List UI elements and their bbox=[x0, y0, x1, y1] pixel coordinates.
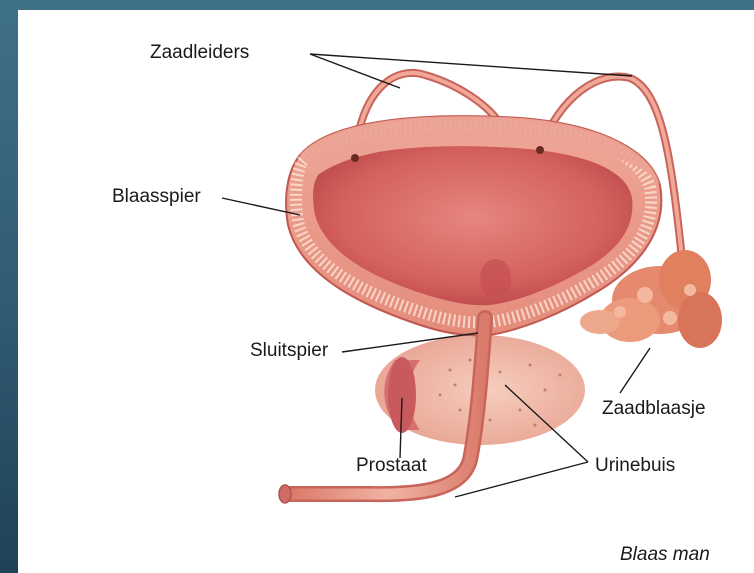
label-zaadblaasje: Zaadblaasje bbox=[602, 398, 706, 420]
leader-zaadblaasje bbox=[620, 348, 650, 393]
label-zaadleiders: Zaadleiders bbox=[150, 42, 249, 64]
caption: Blaas man bbox=[620, 544, 710, 566]
label-urinebuis: Urinebuis bbox=[595, 455, 675, 477]
label-sluitspier: Sluitspier bbox=[250, 340, 328, 362]
label-blaasspier: Blaasspier bbox=[112, 186, 201, 208]
label-prostaat: Prostaat bbox=[356, 455, 427, 477]
bladder-wall bbox=[286, 116, 661, 335]
